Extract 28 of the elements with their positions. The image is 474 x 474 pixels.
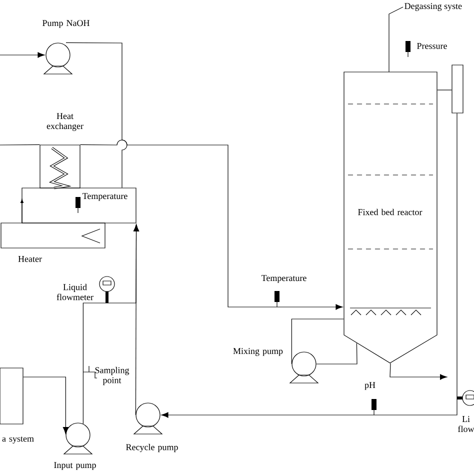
flow-line bbox=[388, 6, 404, 72]
equipment-label: Heat exchanger bbox=[46, 113, 84, 131]
instrument-label: pH bbox=[364, 382, 376, 390]
instrument-label: Temperature bbox=[82, 193, 128, 201]
equipment-label: Pump NaOH bbox=[42, 20, 90, 28]
equipment-label: Degassing syste bbox=[404, 3, 462, 11]
instrument-label: Sampling point bbox=[95, 366, 130, 386]
equipment-label: a system bbox=[2, 436, 34, 444]
flow-line bbox=[66, 42, 128, 188]
equipment-label: Mixing pump bbox=[233, 348, 283, 356]
instrument-label: Pressure bbox=[417, 43, 447, 49]
flow-line bbox=[161, 113, 458, 418]
column bbox=[452, 64, 464, 114]
equipment-label: Fixed bed reactor bbox=[358, 208, 422, 216]
flow-line bbox=[0, 52, 45, 58]
flow-line bbox=[134, 224, 140, 416]
equipment-label: Input pump bbox=[54, 462, 96, 470]
flow-line bbox=[80, 140, 343, 310]
equipment-label: Recycle pump bbox=[126, 444, 178, 452]
flow-line bbox=[316, 343, 358, 364]
instrument-label: Temperature bbox=[262, 275, 306, 283]
flow-line bbox=[23, 376, 68, 434]
flow-line bbox=[0, 144, 40, 146]
equipment-label: Heater bbox=[18, 256, 42, 262]
equipment-label: Li flow bbox=[458, 416, 474, 432]
flow-line bbox=[390, 363, 448, 380]
heating-tank bbox=[20, 188, 136, 224]
equipment-label: Liquid flowmeter bbox=[56, 284, 94, 300]
